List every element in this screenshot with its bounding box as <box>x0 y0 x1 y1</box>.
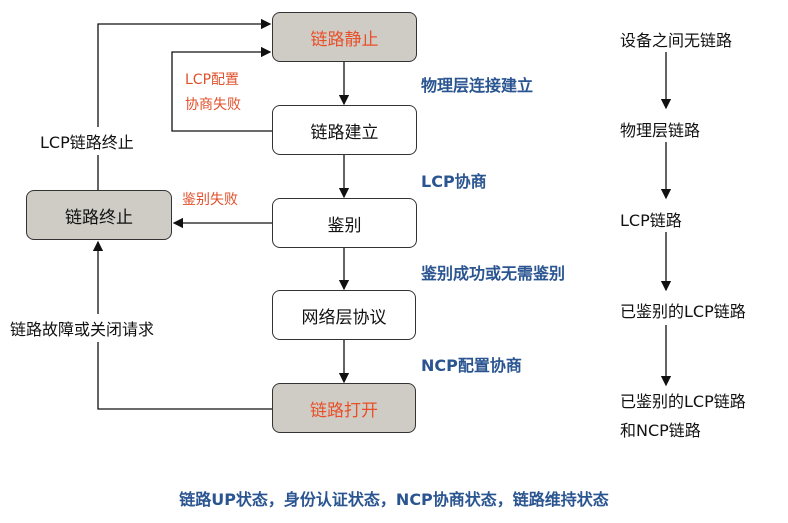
status-2: 物理层链路 <box>620 117 701 141</box>
state-terminate: 链路终止 <box>26 190 172 240</box>
state-authenticate: 鉴别 <box>272 198 417 248</box>
label-physical-up: 物理层连接建立 <box>421 72 534 96</box>
label-lcp-fail-1: LCP配置 <box>185 72 240 88</box>
status-5-line2: 和NCP链路 <box>620 417 701 441</box>
arrow-open-to-terminate <box>92 240 272 410</box>
label-ncp-negotiate: NCP配置协商 <box>421 352 522 376</box>
footer-caption: 链路UP状态，身份认证状态，NCP协商状态，链路维持状态 <box>179 490 609 509</box>
status-1: 设备之间无链路 <box>620 27 733 51</box>
label-auth-ok: 鉴别成功或无需鉴别 <box>421 260 566 284</box>
label-link-fault: 链路故障或关闭请求 <box>10 314 155 342</box>
arrow-terminate-to-dead <box>97 18 272 190</box>
status-5-line1: 已鉴别的LCP链路 <box>620 388 746 412</box>
label-auth-fail: 鉴别失败 <box>182 192 238 208</box>
label-lcp-fail-2: 协商失败 <box>185 97 241 113</box>
state-dead: 链路静止 <box>272 12 417 62</box>
label-lcp-terminate: LCP链路终止 <box>40 127 134 155</box>
label-lcp-negotiate: LCP协商 <box>421 168 487 192</box>
state-establish: 链路建立 <box>272 105 417 155</box>
status-4: 已鉴别的LCP链路 <box>620 298 746 322</box>
state-open: 链路打开 <box>272 383 416 433</box>
arrow-lcp-fail <box>171 46 272 132</box>
state-network: 网络层协议 <box>272 290 416 340</box>
status-3: LCP链路 <box>620 207 682 231</box>
